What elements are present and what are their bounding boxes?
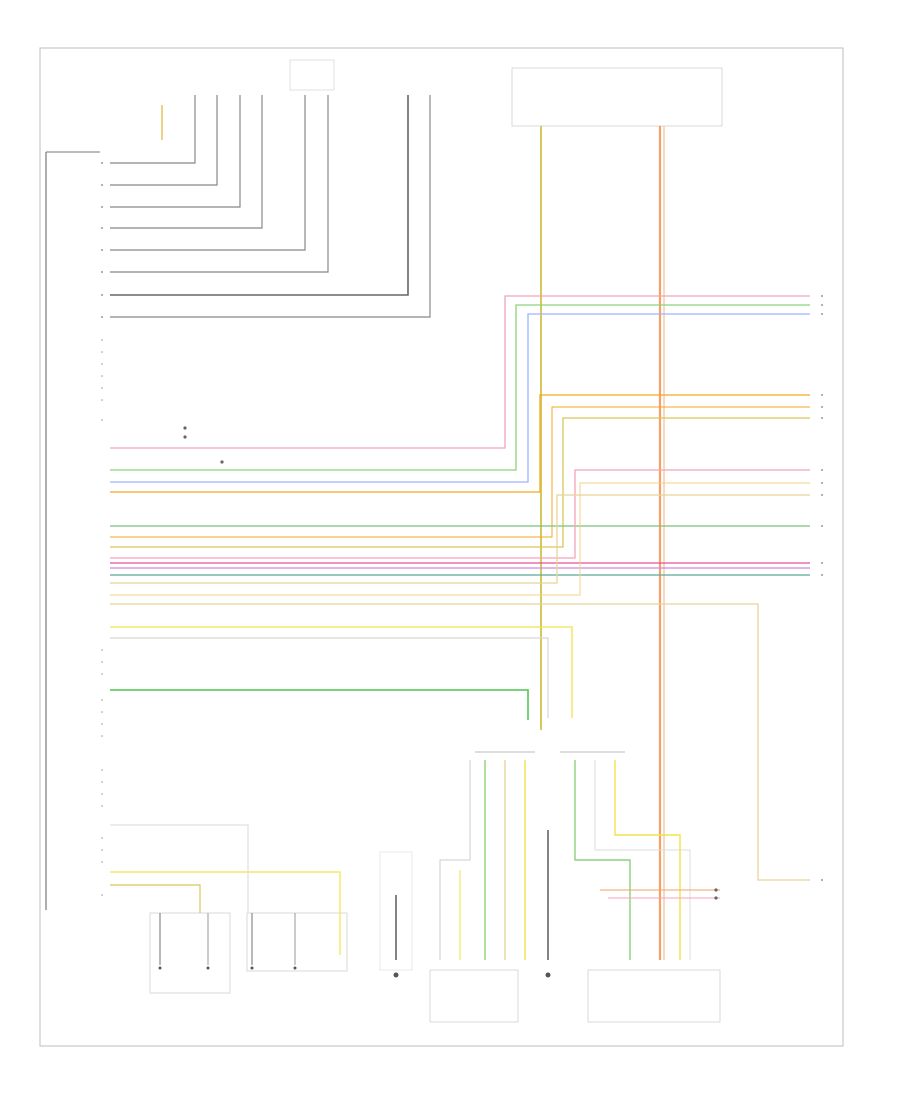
right-terminal-markers: [821, 295, 823, 881]
top-left-wire-group: [110, 95, 431, 318]
harness-wires: [110, 295, 810, 881]
left-pin-column: [101, 162, 103, 896]
audio-amp-left-box: [429, 969, 519, 1023]
parking-sensor-box: [246, 912, 348, 972]
parking-wires: [110, 824, 341, 965]
audio-amp-right-box: [587, 969, 721, 1023]
fuse-block-box: [511, 67, 723, 127]
lower-wires: [110, 626, 573, 720]
tray-connector-box: [289, 59, 335, 91]
splice-dots: [183, 426, 718, 900]
diagram-frame: [39, 47, 844, 1047]
parking-aid-box: [149, 912, 231, 994]
amp-wires: [395, 760, 720, 960]
ground-symbols: [158, 966, 551, 978]
rear-speaker-left-box: [379, 851, 413, 971]
